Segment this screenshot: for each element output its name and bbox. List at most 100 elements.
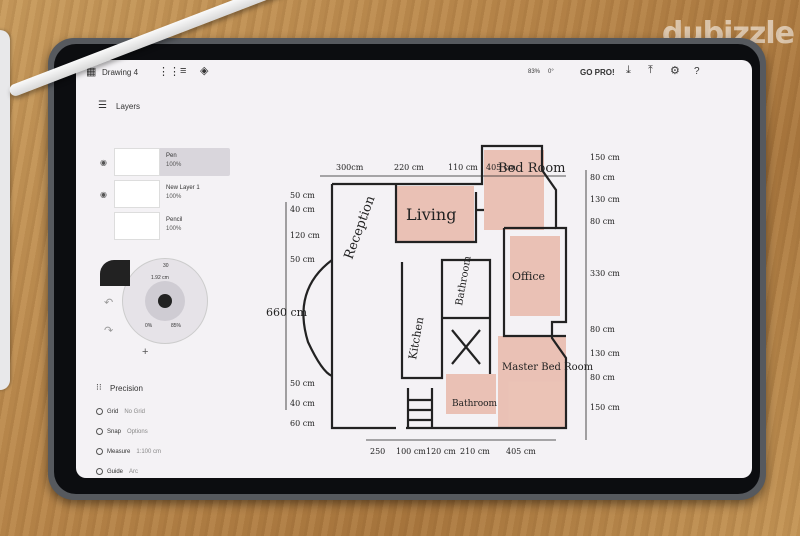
gallery-icon[interactable]: ▦ (86, 66, 97, 78)
layer-opacity: 100% (166, 162, 182, 168)
dim-left-4: 50 cm (290, 255, 315, 264)
list-menu-icon[interactable]: ≡ (180, 65, 187, 77)
radio-icon[interactable] (96, 408, 103, 415)
current-color-swatch[interactable] (158, 294, 172, 308)
opacity-right-readout: 85% (171, 323, 182, 329)
help-button[interactable]: ? (694, 66, 700, 77)
hamburger-icon[interactable]: ☰ (98, 100, 107, 111)
dim-right-5: 330 cm (590, 269, 620, 278)
precision-label: Grid (107, 409, 119, 416)
dim-right-2: 80 cm (590, 173, 615, 182)
layer-item[interactable]: Pen 100% (114, 148, 230, 176)
grid-menu-icon[interactable]: ⋮⋮ (158, 66, 180, 78)
tool-wheel[interactable]: 1.92 cm 0% 85% 30 (122, 258, 208, 344)
layer-name: Pen (166, 153, 177, 159)
add-icon[interactable]: + (142, 346, 149, 358)
precision-label: Measure (107, 449, 131, 456)
shade-living (396, 186, 474, 242)
layer-name: New Layer 1 (166, 185, 200, 191)
layer-thumbnail (114, 180, 160, 208)
precision-value: No Grid (124, 409, 146, 416)
precision-value: 1:100 cm (136, 449, 162, 456)
tablet-screen: ▦ Drawing 4 ⋮⋮ ≡ ◈ 83% 0° GO PRO! ⤓ ⤒ ⚙ … (76, 60, 752, 478)
layer-opacity: 100% (166, 194, 182, 200)
wall-stairs (406, 388, 434, 428)
dim-bottom-3: 120 cm (426, 447, 456, 456)
dim-right-8: 80 cm (590, 373, 615, 382)
dim-right-1: 150 cm (590, 153, 620, 162)
shade-office (510, 236, 560, 316)
tablet-bezel: ▦ Drawing 4 ⋮⋮ ≡ ◈ 83% 0° GO PRO! ⤓ ⤒ ⚙ … (54, 44, 760, 494)
precision-value: Options (127, 429, 148, 436)
top-toolbar: ▦ Drawing 4 ⋮⋮ ≡ ◈ 83% 0° GO PRO! ⤓ ⤒ ⚙ … (76, 60, 752, 90)
drawing-title[interactable]: Drawing 4 (102, 68, 139, 77)
label-bathroom: Bathroom (454, 255, 474, 307)
dimension-lines (285, 170, 587, 441)
tablet: ▦ Drawing 4 ⋮⋮ ≡ ◈ 83% 0° GO PRO! ⤓ ⤒ ⚙ … (48, 38, 766, 500)
dim-left-2: 40 cm (290, 205, 315, 214)
radio-icon[interactable] (96, 428, 103, 435)
wall-office (476, 208, 566, 338)
label-master-bed-room: Master Bed Room (502, 362, 594, 373)
dim-right-6: 80 cm (590, 325, 615, 334)
label-kitchen: Kitchen (406, 316, 426, 361)
shade-bathroom (446, 374, 496, 414)
grid-dots-icon: ⁝⁝ (96, 382, 102, 392)
precision-title: Precision (110, 384, 143, 393)
label-bathroom-lower: Bathroom (452, 399, 498, 409)
dim-bottom-2: 100 cm (396, 447, 426, 456)
radio-icon[interactable] (96, 468, 103, 475)
redo-icon[interactable]: ↷ (104, 325, 114, 337)
wall-outline (332, 144, 568, 430)
dim-right-9: 150 cm (590, 403, 620, 412)
dim-bottom-1: 250 (370, 447, 385, 456)
eye-icon[interactable]: ◉ (100, 190, 107, 199)
dim-bottom-4: 210 cm (460, 447, 490, 456)
undo-icon[interactable]: ↶ (104, 297, 114, 309)
layers-title[interactable]: Layers (116, 102, 141, 111)
dimension-labels: 300cm 220 cm 110 cm 405 cm 250 100 cm 12… (266, 153, 620, 456)
precision-row-measure[interactable]: Measure 1:100 cm (96, 448, 161, 455)
dim-right-4: 80 cm (590, 217, 615, 226)
floor-plan-sketch[interactable]: Bed Room Living Reception Office Kitchen… (266, 110, 666, 470)
precision-row-snap[interactable]: Snap Options (96, 428, 148, 435)
shade-bedroom (484, 150, 544, 230)
go-pro-button[interactable]: GO PRO! (580, 68, 615, 77)
phone-edge (0, 30, 10, 390)
gear-icon[interactable]: ⚙ (670, 65, 680, 77)
color-picker[interactable] (145, 281, 185, 321)
eye-icon[interactable]: ◉ (100, 158, 107, 167)
dim-left-6: 50 cm (290, 379, 315, 388)
rotation-level: 0° (548, 69, 554, 75)
shade-master (498, 336, 566, 428)
dim-bottom-5: 405 cm (506, 447, 536, 456)
dim-left-5: 660 cm (266, 306, 308, 319)
layer-item[interactable]: New Layer 1 100% (114, 180, 230, 208)
wall-bay-curve (302, 259, 333, 378)
layer-thumbnail (114, 148, 160, 176)
dim-top-2: 220 cm (394, 163, 424, 172)
download-icon[interactable]: ⤓ (626, 64, 631, 76)
brush-size-value: 30 (163, 263, 169, 269)
dim-right-7: 130 cm (590, 349, 620, 358)
fill-bucket-icon[interactable]: ◈ (200, 65, 209, 77)
radio-icon[interactable] (96, 448, 103, 455)
precision-label: Snap (107, 429, 122, 436)
opacity-left-readout: 0% (145, 323, 153, 329)
label-living: Living (406, 205, 456, 224)
layer-item[interactable]: Pencil 100% (114, 212, 230, 240)
layer-opacity: 100% (166, 226, 182, 232)
wall-living (394, 184, 478, 244)
pen-tool-button[interactable] (100, 260, 130, 286)
zoom-level: 83% (528, 69, 541, 75)
share-icon[interactable]: ⤒ (648, 64, 653, 76)
label-office: Office (512, 270, 545, 283)
dim-left-7: 40 cm (290, 399, 315, 408)
label-reception: Reception (342, 193, 379, 261)
dim-top-1: 300cm (336, 163, 364, 172)
layer-name: Pencil (166, 217, 183, 223)
precision-row-grid[interactable]: Grid No Grid (96, 408, 145, 415)
room-shading (396, 150, 566, 428)
dim-top-3: 110 cm (448, 163, 478, 172)
